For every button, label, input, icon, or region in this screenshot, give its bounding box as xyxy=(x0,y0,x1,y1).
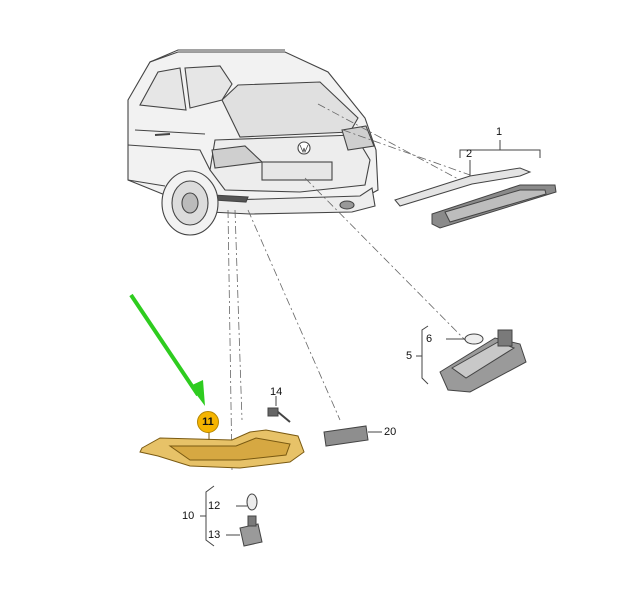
part-label-6: 6 xyxy=(426,333,433,345)
part-license-lamp xyxy=(416,325,527,393)
leader-lines xyxy=(227,103,471,471)
part-label-12: 12 xyxy=(208,500,221,512)
part-label-10: 10 xyxy=(182,510,195,522)
part-label-20: 20 xyxy=(384,426,397,438)
part-label-1: 1 xyxy=(496,126,503,138)
part-strip xyxy=(323,425,382,447)
part-reflector-highlighted xyxy=(139,429,305,469)
part-bulb-holder xyxy=(200,485,263,547)
part-badge-11[interactable]: 11 xyxy=(197,411,219,433)
part-brake-light xyxy=(394,140,557,229)
pointer-arrow xyxy=(129,293,205,406)
part-label-5: 5 xyxy=(406,350,413,362)
part-label-2: 2 xyxy=(466,148,473,160)
vehicle-illustration xyxy=(127,49,379,236)
part-label-13: 13 xyxy=(208,529,221,541)
part-screw xyxy=(267,396,291,423)
part-label-14: 14 xyxy=(270,386,283,398)
